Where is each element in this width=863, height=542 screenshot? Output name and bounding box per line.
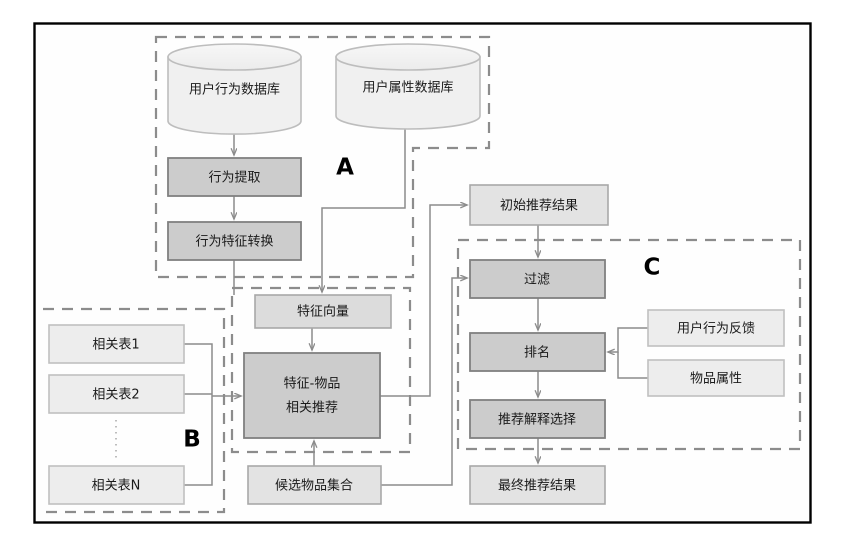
node-box	[48, 465, 185, 505]
group-recommend-dashed-boundary	[230, 286, 412, 454]
node-label: 初始推荐结果	[500, 199, 578, 214]
edge-recommend-to-initial	[380, 205, 467, 397]
node-label: 用户行为反馈	[677, 321, 755, 337]
node-box	[647, 359, 785, 397]
node-label: 行为特征转换	[195, 235, 273, 250]
node-label: 候选物品集合	[275, 478, 353, 494]
node-behavior-extraction[interactable]: 行为提取	[167, 157, 302, 197]
node-user-attribute-db[interactable]: 用户属性数据库	[335, 43, 481, 130]
node-label: 行为提取	[208, 170, 260, 186]
node-behavior-feature-transform[interactable]: 行为特征转换	[167, 221, 302, 261]
cylinder-top	[167, 43, 302, 71]
node-label: 相关表1	[92, 338, 139, 353]
node-box	[469, 259, 606, 299]
cylinder-body	[167, 56, 302, 135]
node-feature-vector[interactable]: 特征向量	[254, 294, 392, 329]
node-label: 用户行为数据库	[189, 82, 280, 98]
node-feature-item-recommend[interactable]: 特征-物品 相关推荐	[243, 352, 381, 439]
node-label: 最终推荐结果	[498, 478, 576, 494]
node-label-line2: 相关推荐	[286, 401, 338, 416]
node-user-behavior-db[interactable]: 用户行为数据库	[167, 43, 302, 135]
group-label-b: B	[183, 427, 201, 453]
edge-feedback-to-ranking	[608, 327, 648, 352]
node-final-recommend-result[interactable]: 最终推荐结果	[469, 465, 606, 505]
node-label-line1: 特征-物品	[284, 377, 341, 392]
node-box	[469, 399, 606, 439]
edge-attribute-to-ranking	[617, 352, 648, 379]
group-label-c: C	[644, 255, 661, 281]
node-box	[48, 374, 185, 414]
node-box	[254, 294, 392, 329]
group-a-dashed-boundary	[154, 35, 491, 279]
group-label-a: A	[336, 155, 354, 181]
node-label: 特征向量	[297, 304, 349, 320]
node-label: 相关表2	[92, 388, 139, 403]
node-filter[interactable]: 过滤	[469, 259, 606, 299]
node-label: 排名	[524, 345, 550, 361]
node-box	[647, 309, 785, 347]
node-box	[167, 157, 302, 197]
node-box	[243, 352, 381, 439]
edge-tablen-bus	[184, 396, 213, 486]
node-recommend-explanation-selection[interactable]: 推荐解释选择	[469, 399, 606, 439]
node-box	[469, 465, 606, 505]
node-related-table-n[interactable]: 相关表N	[48, 465, 185, 505]
node-item-attribute[interactable]: 物品属性	[647, 359, 785, 397]
edge-table1-bus	[184, 343, 213, 396]
node-box	[469, 332, 606, 372]
node-label: 用户属性数据库	[362, 80, 453, 96]
node-box	[167, 221, 302, 261]
cylinder-top	[335, 43, 481, 71]
cylinder-body	[335, 56, 481, 130]
node-box	[469, 184, 609, 226]
node-candidate-item-set[interactable]: 候选物品集合	[247, 465, 382, 505]
node-related-table-2[interactable]: 相关表2	[48, 374, 185, 414]
node-label: 相关表N	[92, 479, 141, 494]
node-ranking[interactable]: 排名	[469, 332, 606, 372]
group-c-dashed-boundary	[456, 238, 802, 451]
node-user-behavior-feedback[interactable]: 用户行为反馈	[647, 309, 785, 347]
node-label: 推荐解释选择	[498, 413, 576, 428]
node-label: 过滤	[524, 273, 550, 288]
node-box	[48, 324, 185, 364]
node-initial-recommend-result[interactable]: 初始推荐结果	[469, 184, 609, 226]
node-label: 物品属性	[690, 372, 742, 387]
edge-candidate-to-filter	[381, 278, 467, 486]
node-related-table-1[interactable]: 相关表1	[48, 324, 185, 364]
edge-attrdb-to-vector	[322, 129, 406, 292]
node-box	[247, 465, 382, 505]
